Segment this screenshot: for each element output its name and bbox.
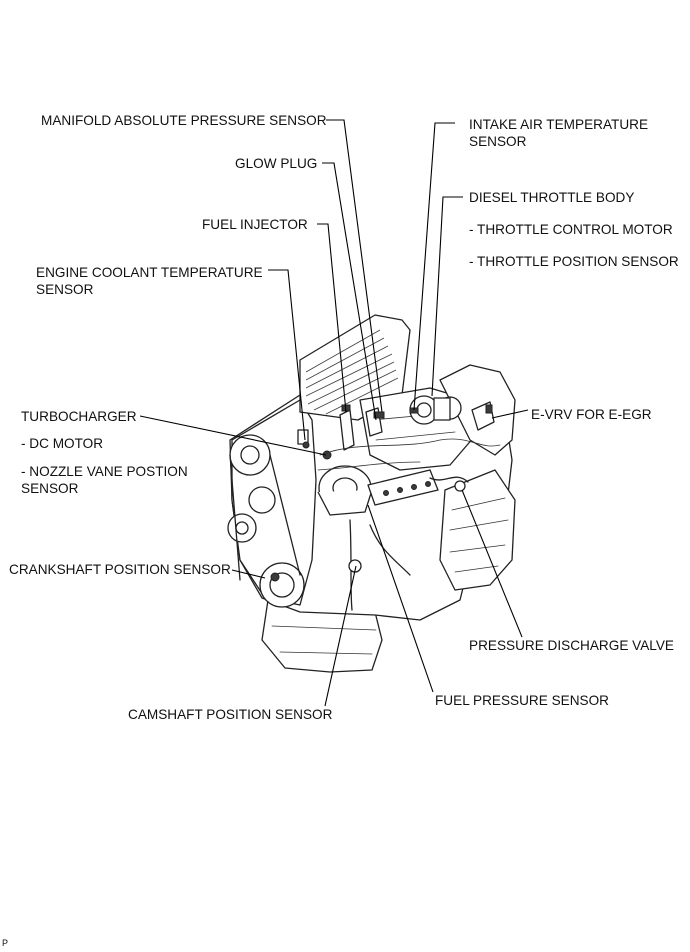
label-throttle-control-motor: - THROTTLE CONTROL MOTOR (469, 222, 673, 237)
label-turbocharger: TURBOCHARGER (21, 409, 137, 424)
leader-lines (139, 119, 529, 707)
label-camshaft-position-sensor: CAMSHAFT POSITION SENSOR (128, 707, 333, 722)
leader-throttle-body (431, 196, 463, 397)
label-manifold-absolute-pressure-sensor: MANIFOLD ABSOLUTE PRESSURE SENSOR (41, 113, 327, 128)
label-nozzle-vane-position-sensor-line1: - NOZZLE VANE POSTION (21, 464, 188, 479)
illustration-code: P (2, 938, 9, 948)
leader-evrv (491, 409, 529, 419)
label-crankshaft-position-sensor: CRANKSHAFT POSITION SENSOR (9, 562, 231, 577)
label-nozzle-vane-position-sensor-line2: SENSOR (21, 481, 79, 496)
label-intake-air-temperature-sensor-line2: SENSOR (469, 134, 527, 149)
leader-ect-sensor (268, 269, 306, 441)
leader-pressure-discharge-valve (461, 489, 523, 638)
leader-crankshaft-sensor (231, 569, 266, 579)
leader-fuel-pressure-sensor (367, 504, 434, 693)
leader-glow-plug (322, 162, 377, 421)
leader-map-sensor (326, 119, 383, 413)
label-fuel-pressure-sensor: FUEL PRESSURE SENSOR (435, 693, 609, 708)
label-dc-motor: - DC MOTOR (21, 436, 104, 451)
label-intake-air-temperature-sensor-line1: INTAKE AIR TEMPERATURE (469, 117, 649, 132)
label-throttle-position-sensor: - THROTTLE POSITION SENSOR (469, 254, 679, 269)
leader-turbocharger (139, 415, 327, 456)
leader-iat-sensor (413, 122, 455, 411)
label-glow-plug: GLOW PLUG (235, 156, 318, 171)
label-e-vrv-for-e-egr: E-VRV FOR E-EGR (531, 407, 652, 422)
leader-camshaft-sensor (324, 565, 357, 707)
leader-fuel-injector (317, 223, 347, 413)
label-diesel-throttle-body: DIESEL THROTTLE BODY (469, 190, 635, 205)
label-fuel-injector: FUEL INJECTOR (202, 217, 308, 232)
label-engine-coolant-temperature-sensor-line1: ENGINE COOLANT TEMPERATURE (36, 265, 263, 280)
engine-body (227, 314, 516, 673)
label-engine-coolant-temperature-sensor-line2: SENSOR (36, 282, 94, 297)
label-pressure-discharge-valve: PRESSURE DISCHARGE VALVE (469, 638, 674, 653)
